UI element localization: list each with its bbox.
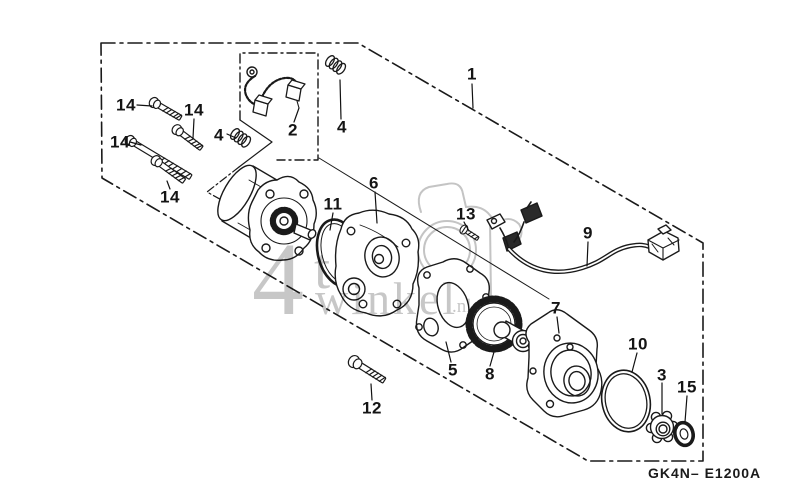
callout-part-9: 9 [583,223,593,243]
cable-harness-drawing [486,201,680,275]
callout-part-6: 6 [369,173,379,193]
screw-drawing [459,224,480,241]
callout-part-14: 14 [160,187,180,207]
leader-lines [129,79,688,423]
callout-part-7: 7 [551,298,561,318]
flange-bolt-drawing [347,354,387,384]
seal-ring-drawing [673,420,695,448]
bracket-drawing [334,209,420,317]
o-ring-10-drawing [600,369,652,433]
callout-part-15: 15 [677,377,697,397]
brush-set-drawing [243,66,306,117]
callout-part-11: 11 [323,194,343,214]
border-frame [100,42,704,462]
callout-part-2: 2 [288,120,298,140]
callout-part-10: 10 [628,334,648,354]
diagram-code: GK4N– E1200A [648,465,762,481]
starter-motor-drawing [217,164,317,262]
brush-box-frame [206,52,550,300]
cover-drawing [525,309,603,418]
callout-part-3: 3 [657,365,667,385]
joint-collar-drawing [645,410,679,444]
callout-part-12: 12 [362,398,382,418]
callout-part-4: 4 [337,117,347,137]
reduction-gear-drawing [465,295,538,353]
callout-part-8: 8 [485,364,495,384]
callout-part-4: 4 [214,125,224,145]
callout-part-14: 14 [116,95,136,115]
callout-part-14: 14 [184,100,204,120]
callout-part-1: 1 [467,64,477,84]
callout-part-13: 13 [456,204,476,224]
callout-part-14: 14 [110,132,130,152]
bolt-drawing [124,96,204,184]
spring-drawing [229,55,347,148]
callout-part-5: 5 [448,360,458,380]
